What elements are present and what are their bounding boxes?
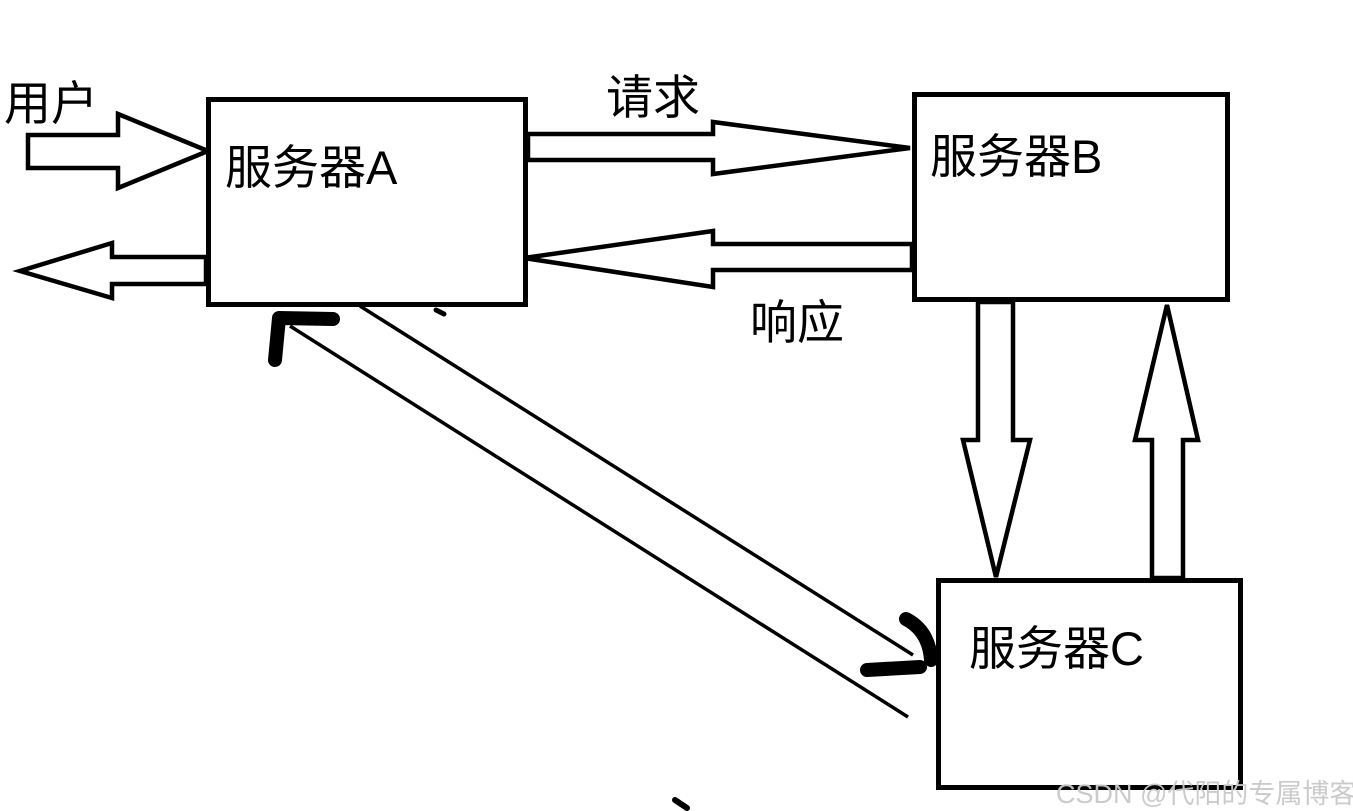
a-c-diagonal-line-upper [359,304,914,657]
server-a-box: 服务器A [206,97,528,307]
a-c-diagonal-line-lower [289,324,909,719]
user-output-arrow-icon [12,239,209,302]
user-label: 用户 [4,77,98,130]
request-arrow-icon [525,119,911,177]
request-label: 请求 [606,71,700,124]
response-label: 响应 [750,296,844,349]
b-to-c-arrow-icon [960,299,1033,578]
handdrawn-arrowhead-at-a-icon [268,311,340,367]
stray-dash-upper [433,307,447,317]
user-input-arrow-icon [25,110,214,192]
response-arrow-icon [523,228,915,290]
server-a-label: 服务器A [225,141,398,194]
server-b-box: 服务器B [912,92,1230,302]
stray-dash-lower [672,797,690,811]
server-c-label: 服务器C [969,622,1144,675]
watermark: CSDN @代阳的专属博客 [1056,779,1353,809]
server-c-box: 服务器C [936,578,1243,790]
handdrawn-arrowhead-at-c-curve-icon [899,612,938,667]
handdrawn-arrowhead-at-c-barb-icon [860,660,927,677]
server-b-label: 服务器B [930,130,1103,183]
c-to-b-arrow-icon [1132,304,1201,581]
